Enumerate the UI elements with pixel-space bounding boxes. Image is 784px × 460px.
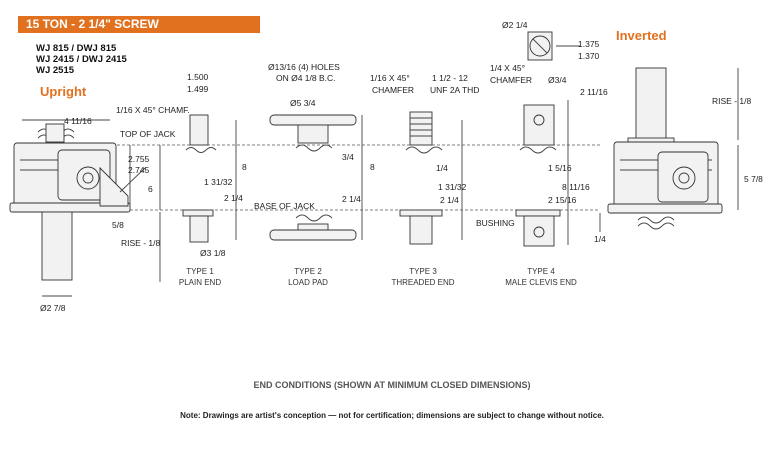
type3-threaded-end xyxy=(399,111,463,245)
upright-label: Upright xyxy=(40,84,87,99)
dim-label: 4 11/16 xyxy=(64,116,92,126)
inverted-jack xyxy=(599,67,739,232)
disclaimer-note: Note: Drawings are artist's conception —… xyxy=(180,411,604,420)
header-bar: 15 TON - 2 1/4" SCREW xyxy=(18,16,260,33)
upright-jack xyxy=(9,123,131,281)
dim-label: RISE - 1/8 xyxy=(121,238,160,248)
type-caption-3: TYPE 3 THREADED END xyxy=(380,266,466,288)
dim-label: 1.500 xyxy=(187,72,209,82)
model-line: WJ 2415 / DWJ 2415 xyxy=(36,54,127,65)
dim-label: BUSHING xyxy=(476,218,515,228)
dim-label: 1.375 xyxy=(578,39,600,49)
dim-label: 2 1/4 xyxy=(342,194,361,204)
type1-plain-end xyxy=(182,114,237,243)
upright-dimensions xyxy=(22,119,161,297)
dim-label: 6 xyxy=(148,184,153,194)
dim-label: 1.499 xyxy=(187,84,209,94)
dim-label: 1/16 X 45° CHAMF. xyxy=(116,105,190,115)
type-caption-2: TYPE 2 LOAD PAD xyxy=(276,266,340,288)
dim-label: 2.755 xyxy=(128,154,150,164)
dim-label: 3/4 xyxy=(342,152,354,162)
type-name: TYPE 2 xyxy=(294,267,322,276)
dim-label: 1/4 xyxy=(594,234,606,244)
dim-label: 5 7/8 xyxy=(744,174,763,184)
type-name: TYPE 1 xyxy=(186,267,214,276)
dim-label: 1/4 xyxy=(436,163,448,173)
type-caption-1: TYPE 1 PLAIN END xyxy=(168,266,232,288)
type4-clevis-end xyxy=(515,31,580,247)
dim-label: Ø2 7/8 xyxy=(40,303,66,313)
dim-label: UNF 2A THD xyxy=(430,85,479,95)
dim-label: Ø3/4 xyxy=(548,75,567,85)
type-name: TYPE 4 xyxy=(527,267,555,276)
type2-load-pad xyxy=(269,114,363,241)
dim-label: ON Ø4 1/8 B.C. xyxy=(276,73,336,83)
dim-label: BASE OF JACK xyxy=(254,201,315,211)
dim-label: Ø2 1/4 xyxy=(502,20,528,30)
model-line: WJ 815 / DWJ 815 xyxy=(36,43,117,54)
type-desc: THREADED END xyxy=(391,278,455,287)
dim-label: 5/8 xyxy=(112,220,124,230)
dim-label: CHAMFER xyxy=(372,85,414,95)
dim-label: 2 1/4 xyxy=(440,195,459,205)
header-title: 15 TON - 2 1/4" SCREW xyxy=(26,17,159,31)
model-line: WJ 2515 xyxy=(36,65,75,76)
dim-label: 1.370 xyxy=(578,51,600,61)
dim-label: 2 1/4 xyxy=(224,193,243,203)
dim-label: 8 xyxy=(370,162,375,172)
dim-label: 2 15/16 xyxy=(548,195,577,205)
type-name: TYPE 3 xyxy=(409,267,437,276)
dim-label: 8 xyxy=(242,162,247,172)
dim-label: TOP OF JACK xyxy=(120,129,176,139)
dim-label: 8 11/16 xyxy=(562,182,590,192)
dim-label: Ø5 3/4 xyxy=(290,98,316,108)
dim-label: 2 11/16 xyxy=(580,87,608,97)
type-caption-4: TYPE 4 MALE CLEVIS END xyxy=(494,266,588,288)
dim-label: Ø3 1/8 xyxy=(200,248,226,258)
type-desc: PLAIN END xyxy=(178,278,222,287)
dim-label: 1 1/2 - 12 xyxy=(432,73,468,83)
dim-label: CHAMFER xyxy=(490,75,532,85)
inverted-label: Inverted xyxy=(616,28,667,43)
dim-label: 1 5/16 xyxy=(548,163,572,173)
end-conditions-title: END CONDITIONS (SHOWN AT MINIMUM CLOSED … xyxy=(253,380,531,390)
dim-label: 1/16 X 45° xyxy=(370,73,410,83)
dim-label: 1/4 X 45° xyxy=(490,63,525,73)
model-list: WJ 815 / DWJ 815 WJ 2415 / DWJ 2415 WJ 2… xyxy=(36,43,127,76)
dim-label: Ø13/16 (4) HOLES xyxy=(268,62,340,72)
type-desc: MALE CLEVIS END xyxy=(505,278,577,287)
type-desc: LOAD PAD xyxy=(288,278,328,287)
dim-label: 1 31/32 xyxy=(204,177,233,187)
dim-label: 2.745 xyxy=(128,165,150,175)
dim-label: 1 31/32 xyxy=(438,182,467,192)
dim-label: RISE - 1/8 xyxy=(712,96,751,106)
